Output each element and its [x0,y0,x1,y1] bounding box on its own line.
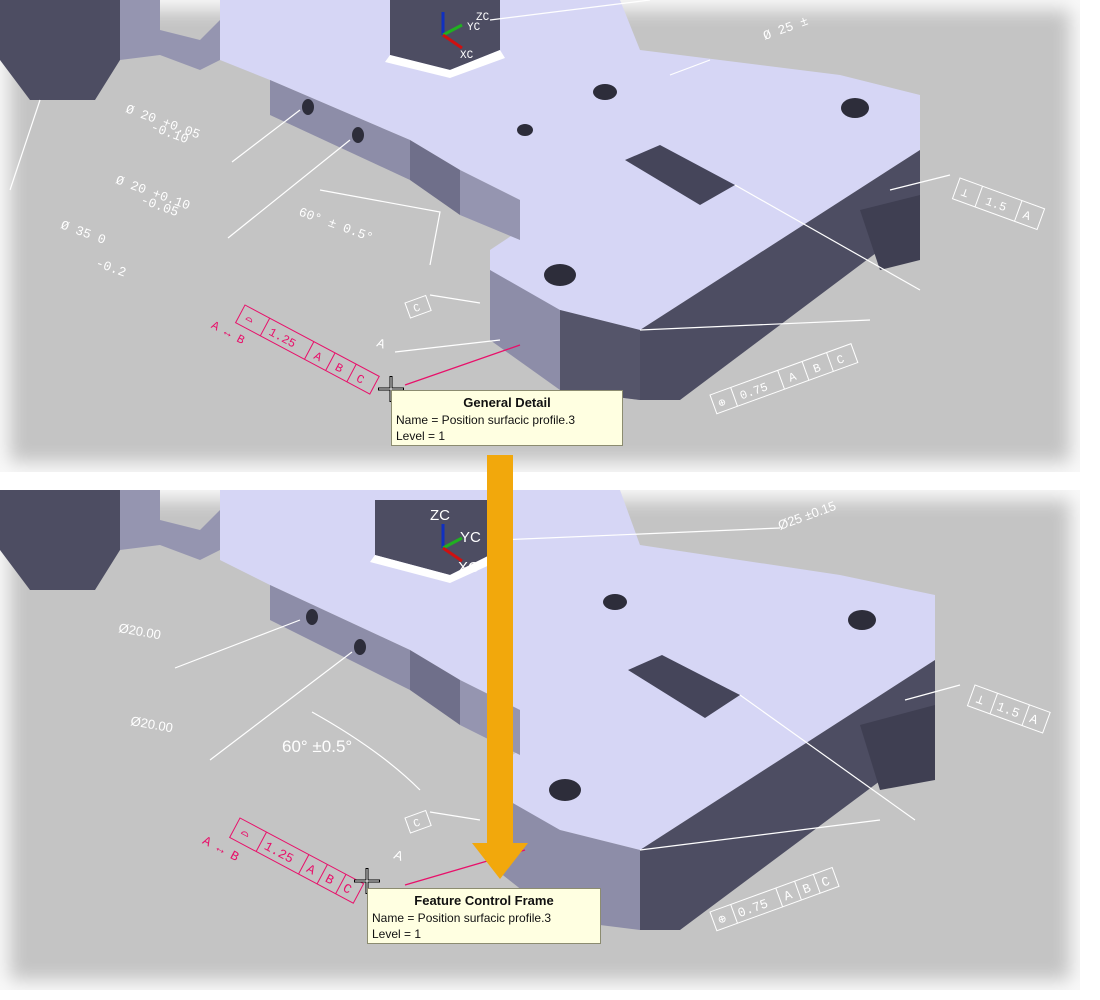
svg-text:1.5: 1.5 [994,699,1021,721]
tooltip-general-detail: General Detail Name = Position surfacic … [391,390,623,446]
profile-frame-top: ⌓ 1.25 A B C A ↔ B [209,304,380,395]
svg-text:B: B [811,361,823,377]
svg-text:⊥: ⊥ [959,186,971,202]
svg-text:A: A [304,861,318,878]
svg-text:C: C [412,302,423,316]
tooltip-title: Feature Control Frame [414,893,554,908]
down-arrow-icon [472,455,528,879]
svg-text:A: A [311,349,325,365]
svg-text:C: C [835,352,847,368]
dim-angle: 60° ± 0.5° [297,205,375,246]
datum-a-label: A [375,336,388,353]
svg-text:C: C [340,881,354,898]
triad-zc: ZC [430,507,450,524]
svg-text:B: B [322,871,336,888]
svg-text:A: A [782,887,795,904]
perp-frame-bottom: ⊥ 1.5 A [966,684,1051,734]
tooltip-level: Level = 1 [372,927,422,941]
svg-text:⌓: ⌓ [242,313,256,329]
svg-text:A: A [787,370,799,386]
svg-text:A: A [1027,711,1040,728]
svg-text:⊥: ⊥ [974,692,987,709]
svg-text:B: B [332,361,345,377]
tooltip-feature-control-frame: Feature Control Frame Name = Position su… [367,888,601,944]
viewport-bottom[interactable]: Ø20.00 Ø20.00 60° ±0.5° Ø25 ±0.15 A ZC Y… [0,490,1080,990]
datum-a-label: A [392,847,406,864]
dim-dia25: Ø25 ±0.15 [776,498,838,533]
svg-text:⌓: ⌓ [238,826,252,843]
profile-frame-bottom: ⌓ 1.25 A B C A ↔ B [200,817,365,904]
triad-yc: YC [460,529,481,546]
tooltip-title: General Detail [463,395,551,410]
dim-angle: 60° ±0.5° [282,737,352,756]
triad-zc: ZC [476,12,490,24]
cad-model-top: Ø 20 +0.05 -0.10 Ø 20 +0.10 -0.05 Ø 35 0… [0,0,1046,415]
triad-xc: XC [458,559,479,576]
svg-text:1.25: 1.25 [262,839,297,867]
svg-text:⊕: ⊕ [716,911,729,928]
dim-dia20-b: Ø20.00 [129,713,174,735]
svg-text:B: B [801,881,814,898]
datum-c-box: C [404,294,432,319]
dim-dia35: Ø 35 0 [59,218,108,248]
svg-text:C: C [819,874,832,891]
dim-dia35-low: -0.2 [94,256,128,281]
tooltip-name: Name = Position surfacic profile.3 [372,911,552,925]
svg-text:A ↔ B: A ↔ B [200,833,242,865]
dim-dia25: Ø 25 ± [761,14,810,44]
tooltip-level: Level = 1 [396,429,446,443]
svg-text:⊕: ⊕ [716,396,728,412]
svg-text:A ↔ B: A ↔ B [209,319,247,348]
svg-text:A: A [1021,208,1033,224]
perp-frame-top: ⊥ 1.5 A [951,177,1046,231]
svg-text:1.5: 1.5 [983,195,1008,216]
svg-text:C: C [412,817,423,831]
triad-xc: XC [460,50,474,62]
viewport-top[interactable]: Ø 20 +0.05 -0.10 Ø 20 +0.10 -0.05 Ø 35 0… [0,0,1080,472]
dim-dia20-a: Ø20.00 [117,620,162,642]
triad-yc: YC [467,22,481,34]
svg-text:C: C [354,372,367,388]
datum-c-box: C [404,809,432,834]
tooltip-name: Name = Position surfacic profile.3 [396,413,576,427]
